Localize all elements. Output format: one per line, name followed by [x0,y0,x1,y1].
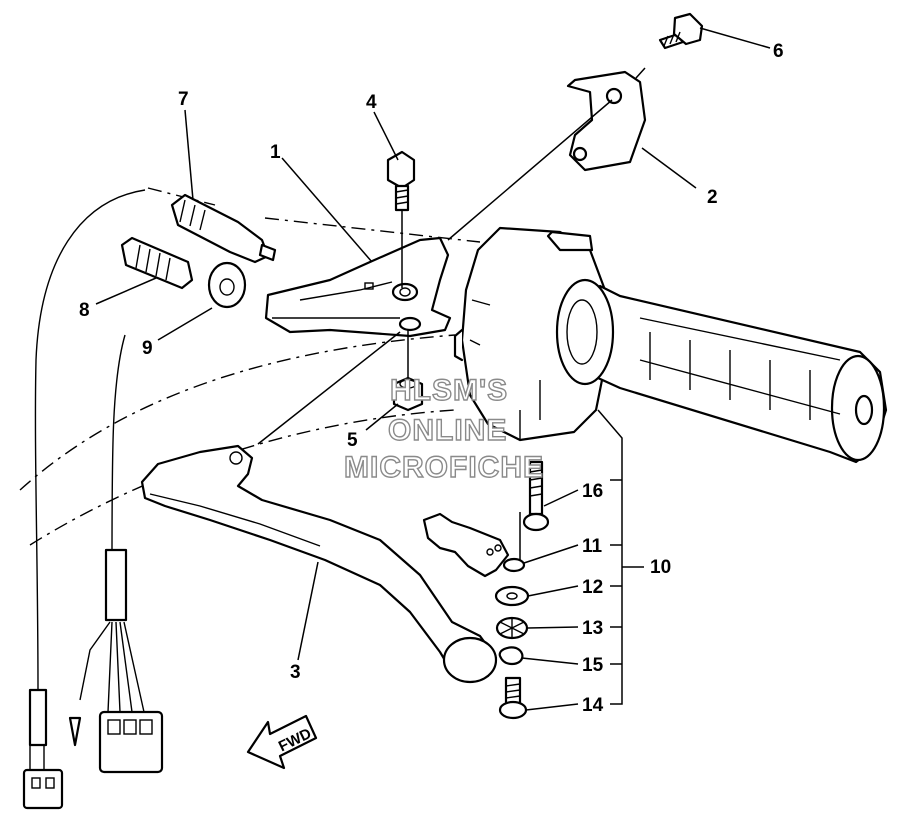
callout-8: 8 [79,300,90,321]
part-13-toothed-washer [495,616,529,640]
wire-terminal [68,716,82,747]
part-9-locknut [207,261,247,309]
connector-small [22,768,64,810]
callout-6: 6 [773,41,784,62]
watermark-line-3: MICROFICHE [344,451,544,484]
callout-4: 4 [366,92,377,113]
part-16-screw [522,460,550,532]
handlebar-grip [555,278,888,464]
part-7-clutch-switch [170,193,277,264]
callout-5: 5 [347,430,358,451]
part-11-switch-plate [422,512,526,578]
part-8-adjuster-bolt [120,236,194,290]
assembly-lines [401,67,646,560]
callout-13: 13 [582,618,603,639]
watermark: HLSM'S ONLINE MICROFICHE [343,373,544,484]
callout-12: 12 [582,577,603,598]
part-6-bolt [658,12,704,50]
part-15-spring-washer [498,646,524,666]
part-10-switch-housing [453,226,607,442]
callout-14: 14 [582,695,604,716]
watermark-line-2: ONLINE [388,414,507,447]
part-14-screw [498,676,528,720]
callout-15: 15 [582,655,604,676]
part-4-pivot-bolt [386,150,416,212]
callout-7: 7 [178,89,189,110]
fwd-direction-arrow: FWD [246,714,318,770]
callout-1: 1 [270,142,281,163]
callout-labels: 1 2 3 4 5 6 7 8 9 10 11 12 13 14 15 16 [79,41,784,716]
part-1-lever-holder [264,236,452,338]
callout-2: 2 [707,187,718,208]
part-3-clutch-lever [140,444,498,684]
callout-16: 16 [582,481,603,502]
callout-3: 3 [290,662,301,683]
watermark-line-1: HLSM'S [390,374,508,407]
callout-10: 10 [650,557,671,578]
connector-large [98,710,164,774]
callout-11: 11 [582,536,603,557]
part-12-washer [494,585,530,607]
leader-lines [95,27,771,711]
part-2-holder-clamp [566,70,647,172]
callout-9: 9 [142,338,153,359]
clutch-switch-wiring [22,189,164,810]
